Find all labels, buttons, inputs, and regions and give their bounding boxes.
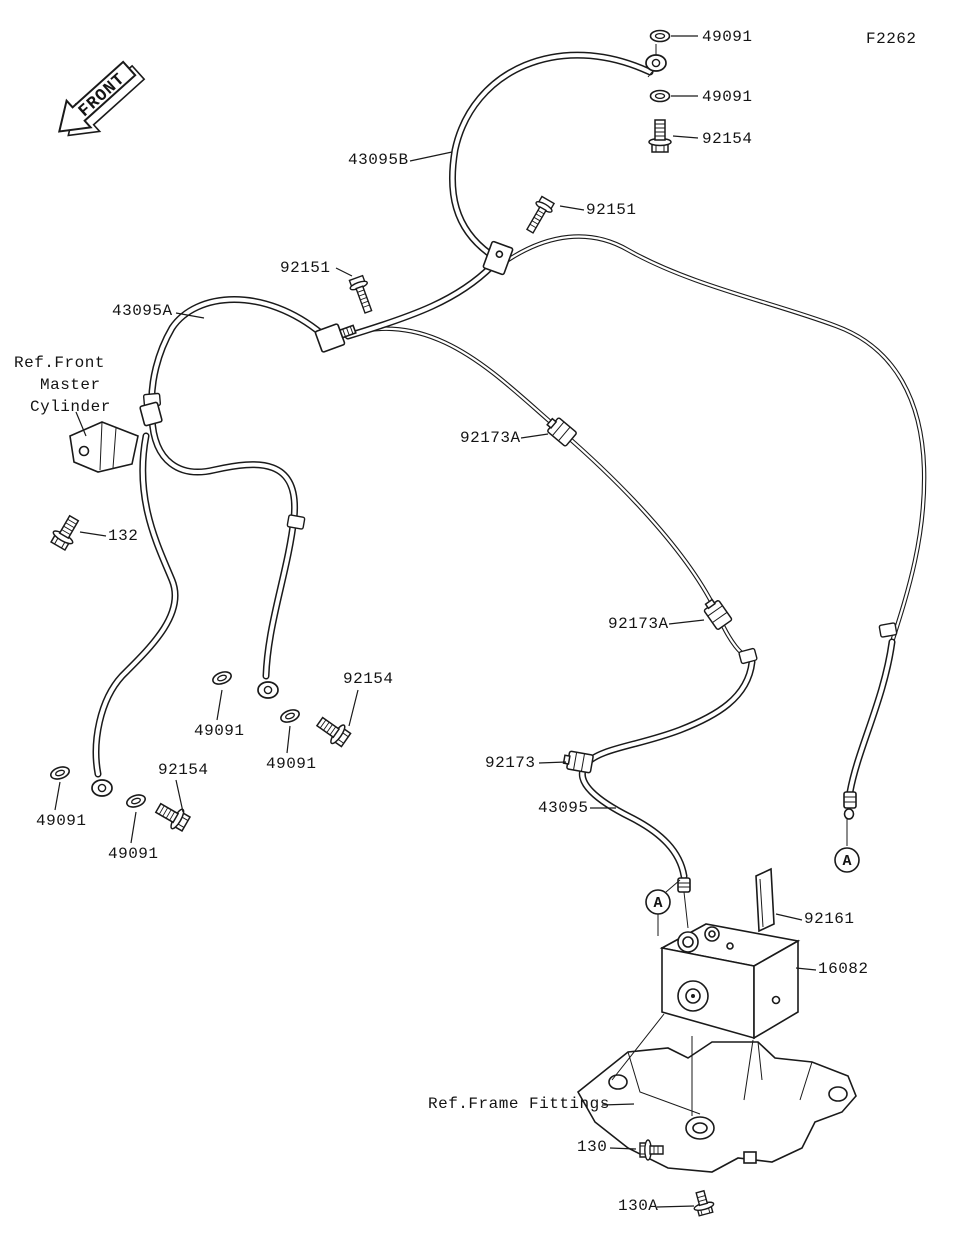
part-label-49091-mid-lower: 49091 [266,755,317,773]
banjo-bolt-92154-top [648,119,672,153]
hose-end-fitting-right [843,791,857,820]
front-direction-arrow: FRONT [57,60,146,137]
front-arrow-shape [57,60,137,133]
screw-92151-upper [521,194,557,237]
washer-49091-mid-upper [210,668,234,688]
part-label-49091-left-inner: 49091 [108,845,159,863]
part-label-130: 130 [577,1138,608,1156]
ref-note-frame-fittings: Ref.Frame Fittings [428,1095,610,1113]
abs-unit [659,923,801,1040]
part-label-43095A: 43095A [112,302,173,320]
bracket-plate-92161 [755,867,775,933]
part-label-43095: 43095 [538,799,589,817]
part-label-49091-top-upper: 49091 [702,28,753,46]
leader-lines [54,35,817,1208]
part-label-43095B: 43095B [348,151,409,169]
hose-front-left-outer [96,436,175,774]
brake-pipe-middle [332,329,752,662]
clamp-92173A-mid [700,595,734,631]
hose-joint-block-mid [314,323,357,353]
part-label-92173A-upper: 92173A [460,429,521,447]
part-label-49091-mid-upper: 49091 [194,722,245,740]
part-label-92161: 92161 [804,910,855,928]
part-label-49091-left-outer: 49091 [36,812,87,830]
banjo-eye-lower-left [91,779,113,797]
part-label-132: 132 [108,527,139,545]
part-label-49091-top-lower: 49091 [702,88,753,106]
hose-front-left-inner [152,418,295,676]
hose-joint-block-left [139,401,163,427]
hose-43095A [152,300,322,411]
washer-49091-left-outer [48,764,72,782]
banjo-fitting-top [645,44,667,78]
figure-code: F2262 [866,30,917,48]
clamp-92173 [561,749,595,774]
frame-bracket [576,1041,857,1173]
ref-note-front-master-2: Master [40,376,101,394]
hose-43095B [348,55,650,336]
callout-a-left: A [645,889,671,915]
bolt-130A [689,1188,717,1218]
part-label-92151-upper: 92151 [586,201,637,219]
washer-49091-left-inner [124,792,148,810]
washer-49091-top-lower [649,89,671,103]
hose-rear-right [850,642,892,792]
screw-92151-mid [346,274,378,316]
banjo-bolt-92154-mid [312,711,354,750]
part-label-92173A-mid: 92173A [608,615,669,633]
banjo-bolt-92154-left [152,797,193,835]
ref-note-front-master-1: Ref.Front [14,354,105,372]
washer-49091-top-upper [649,29,671,43]
banjo-eye-mid [257,681,279,699]
part-label-92154-mid: 92154 [343,670,394,688]
part-label-92151-mid: 92151 [280,259,331,277]
part-label-130A: 130A [618,1197,659,1215]
front-arrow-label: FRONT [75,70,129,122]
callout-a-right-text: A [842,853,851,870]
hose-joint-block-upper [482,240,514,276]
part-label-92154-top: 92154 [702,130,753,148]
callout-a-left-text: A [653,895,662,912]
part-label-16082: 16082 [818,960,869,978]
assembly-guide-lines [611,818,848,1116]
hose-43095-abs [582,662,752,876]
callout-a-right: A [834,847,860,873]
ref-note-front-master-3: Cylinder [30,398,111,416]
master-cylinder-bracket [69,421,139,473]
washer-49091-mid-lower [278,706,302,726]
part-label-92154-left: 92154 [158,761,209,779]
part-label-92173: 92173 [485,754,536,772]
abs-inlet-fitting [677,877,691,893]
bolt-132 [47,512,85,553]
